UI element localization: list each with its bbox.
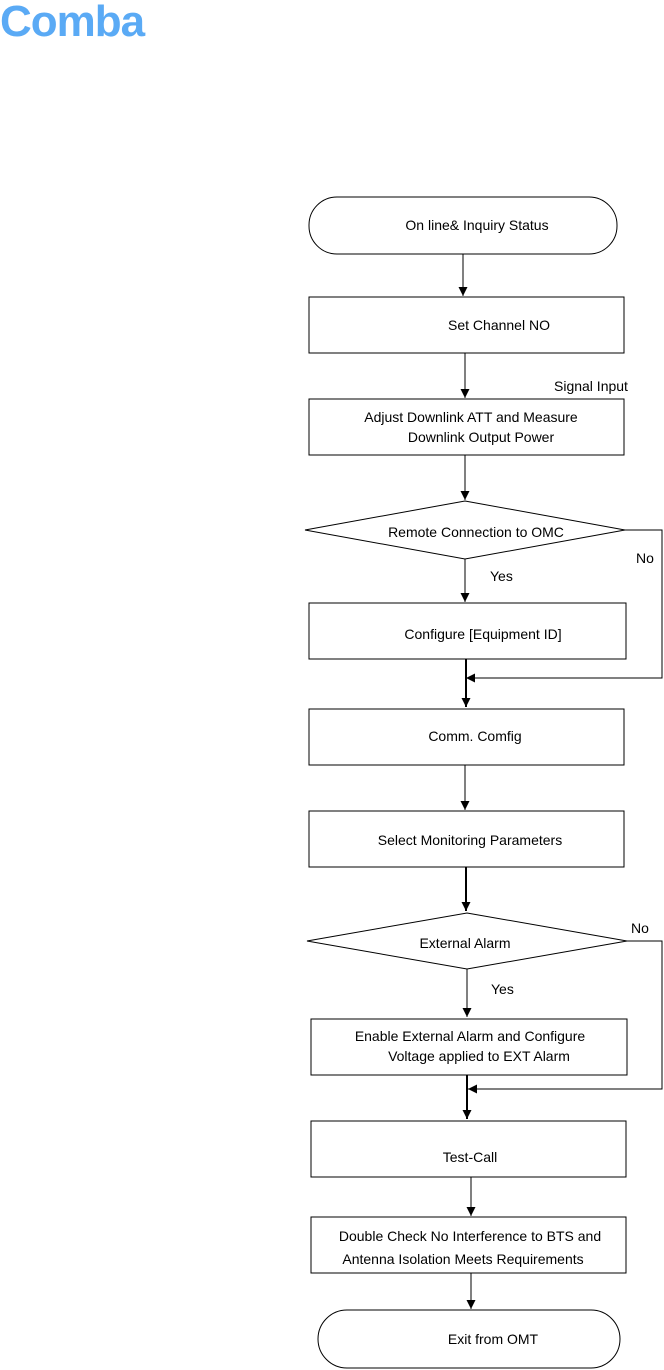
exit-terminal: [317, 1309, 621, 1369]
enable-ext-alarm-box: [310, 1018, 628, 1076]
signal-input-label: Signal Input: [554, 378, 628, 394]
ext-no-label: No: [631, 920, 649, 936]
comba-logo: Comba: [0, 0, 145, 46]
ext-yes-label: Yes: [491, 981, 514, 997]
adjust-downlink-line2: Downlink Output Power: [408, 429, 555, 445]
adjust-downlink-box: [308, 398, 625, 456]
enable-ext-alarm-line2: Voltage applied to EXT Alarm: [388, 1048, 570, 1064]
comm-config-label: Comm. Comfig: [428, 728, 521, 744]
omc-decision-label: Remote Connection to OMC: [388, 524, 564, 540]
comm-config-box: [308, 708, 625, 766]
select-params-label: Select Monitoring Parameters: [378, 832, 562, 848]
omc-yes-label: Yes: [490, 568, 513, 584]
set-channel-box: [308, 296, 625, 354]
double-check-line2: Antenna Isolation Meets Requirements: [342, 1251, 583, 1267]
select-params-box: [308, 810, 625, 868]
omc-no-branch-line: [466, 529, 663, 683]
double-check-line1: Double Check No Interference to BTS and: [339, 1228, 601, 1244]
ext-alarm-decision-label: External Alarm: [419, 935, 510, 951]
test-call-label: Test-Call: [443, 1149, 497, 1165]
set-channel-label: Set Channel NO: [448, 317, 550, 333]
start-label: On line& Inquiry Status: [405, 217, 548, 233]
ext-no-branch-line: [468, 940, 663, 1094]
exit-label: Exit from OMT: [448, 1331, 539, 1347]
enable-ext-alarm-line1: Enable External Alarm and Configure: [355, 1028, 586, 1044]
double-check-box: [310, 1216, 627, 1274]
test-call-box: [310, 1120, 627, 1178]
configure-id-label: Configure [Equipment ID]: [404, 626, 561, 642]
configure-id-box: [308, 602, 627, 660]
omc-no-label: No: [636, 550, 654, 566]
adjust-downlink-line1: Adjust Downlink ATT and Measure: [364, 409, 578, 425]
